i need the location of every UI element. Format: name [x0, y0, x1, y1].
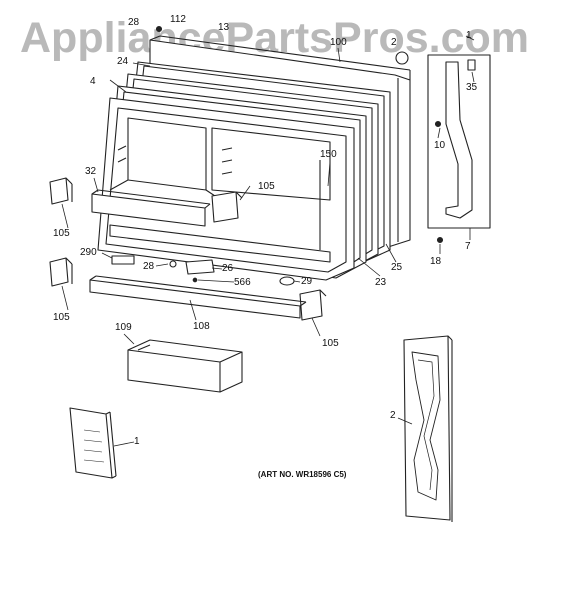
callout-13: 13	[218, 22, 230, 33]
part-35-bracket	[467, 59, 476, 71]
callout-4: 4	[90, 76, 96, 87]
door-handle-assembly	[427, 54, 491, 244]
door-shelf-upper	[91, 189, 211, 227]
callout-150: 150	[320, 149, 337, 160]
owner-manual	[69, 407, 117, 479]
door-bin	[127, 339, 243, 393]
callout-105-left-upper: 105	[53, 228, 70, 239]
callout-109: 109	[115, 322, 132, 333]
callout-28-mid: 28	[143, 261, 155, 272]
callout-32: 32	[85, 166, 97, 177]
callout-23: 23	[375, 277, 387, 288]
art-number-label: (ART NO. WR18596 C5)	[258, 470, 347, 479]
shelf-end-cap-left-lower	[49, 257, 73, 287]
callout-290: 290	[80, 247, 97, 258]
door-shelf-lower	[89, 275, 307, 319]
callout-29: 29	[301, 276, 313, 287]
callout-18: 18	[430, 256, 442, 267]
callout-24: 24	[117, 56, 129, 67]
callout-1-top: 1	[466, 30, 472, 41]
door-liner	[97, 97, 355, 281]
callout-28-top: 28	[128, 17, 140, 28]
part-566-pin	[192, 277, 198, 283]
callout-7: 7	[465, 241, 471, 252]
callout-566: 566	[234, 277, 251, 288]
part-290-clip	[111, 255, 135, 265]
callout-105-right-lower: 105	[322, 338, 339, 349]
part-10-screw	[434, 120, 442, 128]
shelf-end-cap-left-upper	[49, 177, 73, 205]
callout-10: 10	[434, 140, 446, 151]
callout-25: 25	[391, 262, 403, 273]
part-28-screw-top	[155, 25, 163, 33]
callout-1-manual: 1	[134, 436, 140, 447]
part-18-screw	[436, 236, 444, 244]
callout-100: 100	[330, 37, 347, 48]
part-29-stop	[279, 276, 295, 286]
part-2-cap	[395, 51, 409, 65]
callout-112: 112	[170, 14, 186, 25]
callout-35: 35	[466, 82, 478, 93]
shelf-end-cap-right-lower	[299, 289, 327, 321]
callout-105-right-upper: 105	[258, 181, 275, 192]
part-28-screw-mid	[169, 260, 177, 268]
shelf-end-cap-right-upper	[211, 191, 243, 223]
callout-2-top: 2	[391, 37, 397, 48]
callout-leader-lines	[61, 35, 475, 447]
part-26-hinge	[185, 259, 215, 275]
callout-105-left-lower: 105	[53, 312, 70, 323]
callout-26: 26	[222, 263, 234, 274]
watermark-text: AppliancePartsPros.com	[20, 14, 530, 62]
callout-108: 108	[193, 321, 210, 332]
side-door-panel	[403, 335, 453, 522]
callout-2-side: 2	[390, 410, 396, 421]
